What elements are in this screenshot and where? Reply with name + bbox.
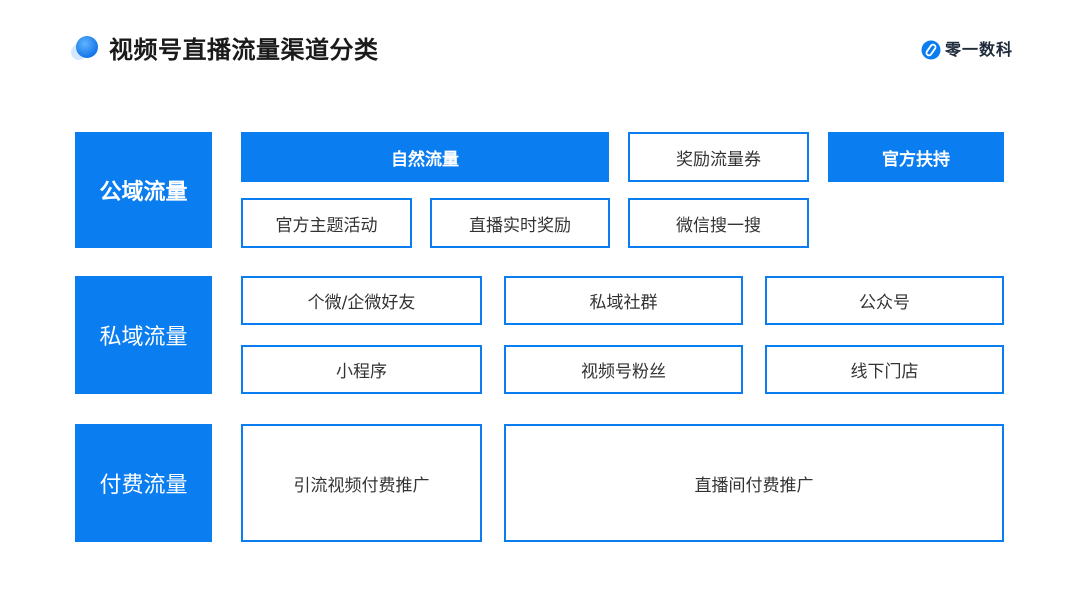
item-offline-store: 线下门店 bbox=[765, 345, 1004, 394]
item-natural-traffic: 自然流量 bbox=[241, 132, 609, 182]
item-mini-program: 小程序 bbox=[241, 345, 482, 394]
item-reward-coupon: 奖励流量券 bbox=[628, 132, 809, 182]
item-official-theme-event: 官方主题活动 bbox=[241, 198, 412, 248]
item-live-realtime-reward: 直播实时奖励 bbox=[430, 198, 610, 248]
page-title: 视频号直播流量渠道分类 bbox=[109, 36, 379, 64]
item-wechat-friends: 个微/企微好友 bbox=[241, 276, 482, 325]
category-paid-traffic: 付费流量 bbox=[75, 424, 212, 542]
brand-link-icon bbox=[921, 40, 941, 60]
item-channels-fans: 视频号粉丝 bbox=[504, 345, 743, 394]
blue-orb-icon bbox=[71, 36, 98, 60]
item-private-community: 私域社群 bbox=[504, 276, 743, 325]
brand-name: 零一数科 bbox=[945, 40, 1014, 59]
brand-logo: 零一数科 bbox=[921, 38, 1013, 62]
item-wechat-search: 微信搜一搜 bbox=[628, 198, 809, 248]
item-official-account: 公众号 bbox=[765, 276, 1004, 325]
category-public-traffic: 公域流量 bbox=[75, 132, 212, 248]
item-video-paid-promotion: 引流视频付费推广 bbox=[241, 424, 482, 542]
item-live-room-paid-promotion: 直播间付费推广 bbox=[504, 424, 1004, 542]
item-official-support: 官方扶持 bbox=[828, 132, 1004, 182]
category-private-traffic: 私域流量 bbox=[75, 276, 212, 394]
